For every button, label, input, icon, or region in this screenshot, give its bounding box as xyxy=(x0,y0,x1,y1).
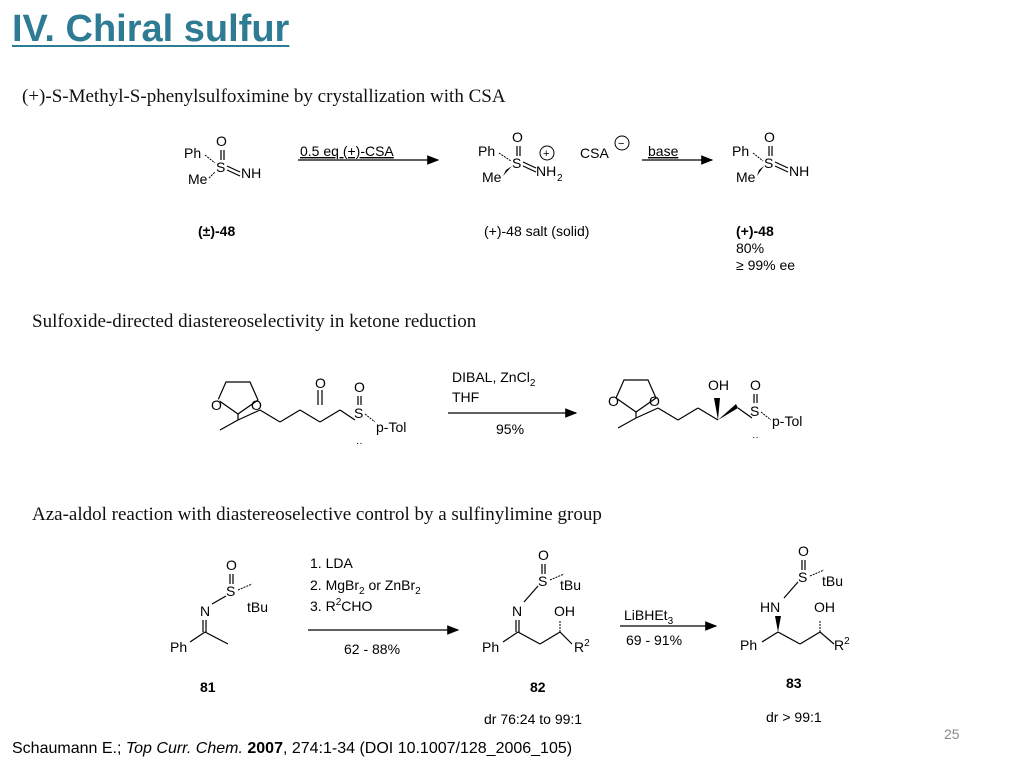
atom-o: O xyxy=(216,133,227,149)
yield-text: 95% xyxy=(496,421,524,437)
atom-n: N xyxy=(512,603,522,619)
atom-ph: Ph xyxy=(478,143,495,159)
atom-oh: OH xyxy=(708,377,729,393)
atom-n: N xyxy=(200,603,210,619)
reagent-aldehyde: 3. R2CHO xyxy=(310,597,372,614)
atom-o: O xyxy=(251,397,262,413)
atom-o: O xyxy=(538,547,549,563)
svg-text:··: ·· xyxy=(356,438,363,449)
section-heading-sulfoximine: (+)-S-Methyl-S-phenylsulfoximine by crys… xyxy=(22,86,506,107)
atom-nh: NH xyxy=(241,165,261,181)
atom-ph: Ph xyxy=(184,145,201,161)
atom-s: S xyxy=(750,403,759,419)
reagent-thf: THF xyxy=(452,389,479,405)
atom-oh: OH xyxy=(814,599,835,615)
structure-81: O S tBu N Ph xyxy=(170,557,268,655)
structure-alcohol xyxy=(615,379,753,429)
structure-racemic-48: O Ph S Me NH xyxy=(184,133,261,187)
yield-text: 62 - 88% xyxy=(344,641,400,657)
section-heading-ketone-reduction: Sulfoxide-directed diastereoselectivity … xyxy=(32,311,477,332)
reagent-dibal: DIBAL, ZnCl2 xyxy=(452,369,536,389)
atom-s: S xyxy=(538,573,547,589)
atom-o: O xyxy=(764,129,775,145)
svg-text:+: + xyxy=(543,148,549,160)
atom-hn: HN xyxy=(760,599,780,615)
atom-tbu: tBu xyxy=(560,577,581,593)
svg-text:O: O xyxy=(210,395,221,411)
atom-o: O xyxy=(750,377,761,393)
slide-title: IV. Chiral sulfur xyxy=(12,8,290,50)
atom-o: O xyxy=(226,557,237,573)
structure-salt-48: O Ph S Me NH 2 + CSA − xyxy=(478,129,630,185)
atom-ph: Ph xyxy=(170,639,187,655)
page-number: 25 xyxy=(944,726,960,742)
plus-charge-icon xyxy=(539,145,555,161)
atom-me: Me xyxy=(188,171,208,187)
atom-me: Me xyxy=(736,169,756,185)
reagent-mgbr2: 2. MgBr2 or ZnBr2 xyxy=(310,577,421,597)
atom-s: S xyxy=(216,159,225,175)
scheme-aza-aldol: O S tBu N Ph 81 1. LDA 2. MgBr2 or ZnBr2… xyxy=(170,543,850,727)
atom-ph: Ph xyxy=(482,639,499,655)
atom-r2: R2 xyxy=(574,638,590,655)
citation-authors: Schaumann E.; xyxy=(12,740,126,757)
ee-text: ≥ 99% ee xyxy=(736,257,795,273)
svg-text:−: − xyxy=(618,138,624,150)
section-heading-aza-aldol: Aza-aldol reaction with diastereoselecti… xyxy=(32,504,602,525)
compound-label-salt-48: (+)-48 salt (solid) xyxy=(484,223,589,239)
scheme-ketone-reduction: O O O O O S p-Tol ·· DIBAL, ZnCl2 THF 95… xyxy=(210,369,802,449)
structure-ketone xyxy=(217,381,356,431)
yield-text: 80% xyxy=(736,240,764,256)
atom-tbu: tBu xyxy=(822,573,843,589)
svg-text:2: 2 xyxy=(557,173,563,184)
structure-83: O S tBu HN OH Ph R2 xyxy=(740,543,850,653)
citation-journal: Top Curr. Chem. xyxy=(125,740,243,757)
compound-label-82: 82 xyxy=(530,679,546,695)
dr-text-82: dr 76:24 to 99:1 xyxy=(484,711,582,727)
reagent-csa: 0.5 eq (+)-CSA xyxy=(300,143,394,159)
compound-label-product-48: (+)-48 xyxy=(736,223,774,239)
svg-text:··: ·· xyxy=(752,432,759,443)
structure-product-48: O Ph S Me NH xyxy=(732,129,809,185)
atom-s: S xyxy=(798,569,807,585)
citation-year: 2007 xyxy=(247,740,283,757)
atom-o: O xyxy=(354,379,365,395)
reagent-lda: 1. LDA xyxy=(310,555,353,571)
atom-s: S xyxy=(226,583,235,599)
scheme-sulfoximine-resolution: O Ph S Me NH (±)-48 0.5 eq (+)-CSA O Ph … xyxy=(184,129,809,273)
atom-nh2: NH xyxy=(536,163,556,179)
atom-o: O xyxy=(315,375,326,391)
atom-ptol: p-Tol xyxy=(376,419,406,435)
reagent-base: base xyxy=(648,143,679,159)
compound-label-81: 81 xyxy=(200,679,216,695)
atom-oh: OH xyxy=(554,603,575,619)
citation-details: , 274:1-34 (DOI 10.1007/128_2006_105) xyxy=(282,740,573,757)
atom-o: O xyxy=(608,393,619,409)
atom-me: Me xyxy=(482,169,502,185)
atom-nh: NH xyxy=(789,163,809,179)
atom-o: O xyxy=(211,397,222,413)
atom-s: S xyxy=(512,155,521,171)
structure-82: O S tBu N OH Ph R2 xyxy=(482,547,590,655)
atom-ph: Ph xyxy=(732,143,749,159)
yield-text: 69 - 91% xyxy=(626,632,682,648)
atom-ptol: p-Tol xyxy=(772,413,802,429)
atom-s: S xyxy=(764,155,773,171)
minus-charge-icon xyxy=(614,135,630,151)
atom-ph: Ph xyxy=(740,637,757,653)
reagent-libhet3: LiBHEt3 xyxy=(624,607,674,627)
atom-r2: R2 xyxy=(834,636,850,653)
atom-s: S xyxy=(354,405,363,421)
atom-tbu: tBu xyxy=(247,599,268,615)
compound-label-83: 83 xyxy=(786,675,802,691)
csa-counterion: CSA xyxy=(580,145,609,161)
compound-label-racemic-48: (±)-48 xyxy=(198,223,235,239)
atom-o: O xyxy=(798,543,809,559)
citation: Schaumann E.; Top Curr. Chem. 2007, 274:… xyxy=(12,740,572,758)
dr-text-83: dr > 99:1 xyxy=(766,709,822,725)
atom-o: O xyxy=(649,393,660,409)
atom-o: O xyxy=(512,129,523,145)
